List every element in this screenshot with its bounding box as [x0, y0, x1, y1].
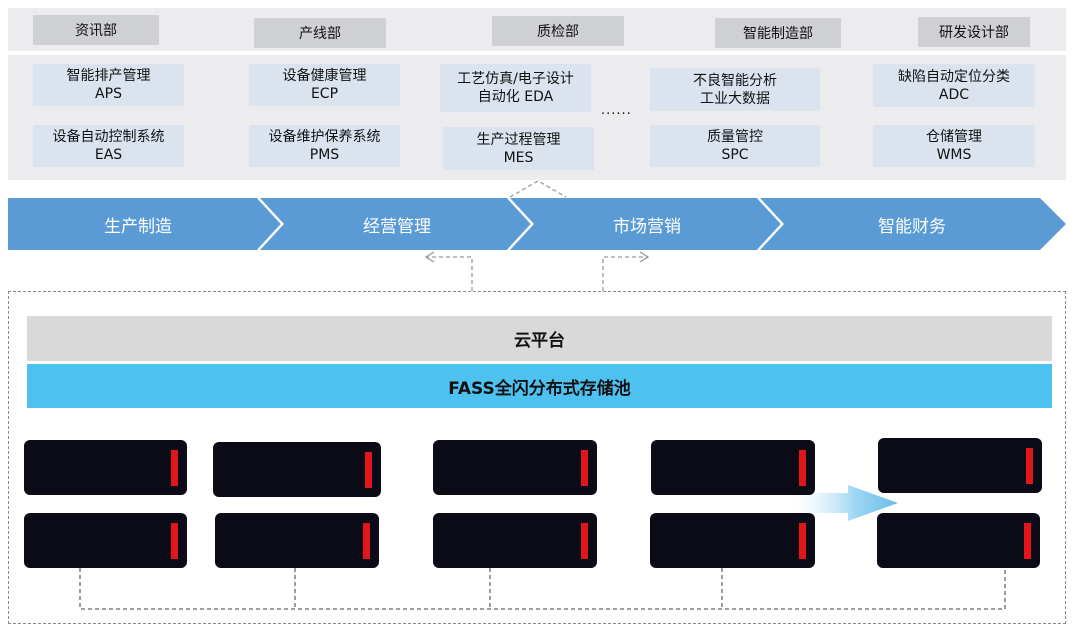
system-bigdata-name: 不良智能分析	[693, 72, 777, 89]
system-wms: 仓储管理 WMS	[873, 125, 1035, 167]
chevron-separator-2	[507, 197, 534, 251]
system-wms-code: WMS	[936, 147, 972, 163]
storage-server	[877, 513, 1040, 568]
connector-left-arrowhead	[424, 251, 435, 263]
system-eas-code: EAS	[94, 147, 123, 163]
storage-pool-bar: FASS全闪分布式存储池	[27, 364, 1052, 408]
flow-stage-finance: 智能财务	[878, 216, 946, 237]
system-spc-code: SPC	[721, 147, 749, 163]
system-mes-name: 生产过程管理	[476, 131, 561, 148]
flow-stage-marketing: 市场营销	[613, 216, 681, 237]
system-adc-name: 缺陷自动定位分类	[898, 68, 1010, 85]
system-ecp: 设备健康管理 ECP	[249, 64, 400, 106]
cloud-platform-bar: 云平台	[27, 316, 1052, 361]
platform-boundary	[8, 291, 1066, 624]
system-pms-name: 设备维护保养系统	[268, 129, 381, 145]
dept-info: 资讯部	[33, 15, 159, 45]
connector-up-dashed	[509, 180, 567, 198]
status-led-icon	[363, 523, 370, 559]
system-bigdata: 不良智能分析 工业大数据	[650, 68, 820, 111]
more-systems-ellipsis: ......	[601, 103, 632, 118]
status-led-icon	[365, 452, 372, 488]
dept-quality-inspection: 质检部	[492, 16, 624, 46]
storage-server	[651, 440, 815, 495]
storage-server	[215, 513, 379, 568]
system-eas: 设备自动控制系统 EAS	[33, 125, 184, 167]
system-pms: 设备维护保养系统 PMS	[249, 125, 400, 167]
chevron-separator-3	[757, 197, 784, 251]
status-led-icon	[799, 450, 806, 486]
status-led-icon	[1026, 448, 1033, 484]
system-spc: 质量管控 SPC	[650, 125, 820, 167]
system-eas-name: 设备自动控制系统	[52, 129, 165, 145]
dept-production-line: 产线部	[254, 18, 386, 48]
system-spc-name: 质量管控	[707, 129, 763, 145]
system-bigdata-code: 工业大数据	[700, 90, 770, 107]
system-adc: 缺陷自动定位分类 ADC	[873, 64, 1035, 107]
connector-right-arrowhead	[639, 251, 650, 263]
system-aps-name: 智能排产管理	[66, 68, 151, 84]
storage-server	[650, 513, 815, 568]
dept-rnd-design: 研发设计部	[918, 17, 1030, 47]
flow-stage-manufacturing: 生产制造	[104, 216, 172, 237]
system-mes: 生产过程管理 MES	[443, 127, 594, 170]
system-pms-code: PMS	[309, 147, 340, 163]
system-eda-name: 工艺仿真/电子设计	[457, 71, 574, 87]
connector-right-dashed	[602, 256, 648, 291]
connector-left-dashed	[426, 256, 473, 291]
storage-server	[433, 513, 597, 568]
status-led-icon	[799, 523, 806, 559]
status-led-icon	[581, 450, 588, 486]
panel-divider	[8, 51, 1066, 55]
system-eda-code: 自动化 EDA	[477, 89, 554, 105]
system-mes-code: MES	[503, 149, 534, 166]
system-ecp-name: 设备健康管理	[282, 68, 367, 84]
storage-server	[433, 440, 597, 495]
flow-stage-operations: 经营管理	[363, 216, 431, 237]
system-adc-code: ADC	[938, 86, 970, 103]
storage-server	[213, 442, 381, 497]
status-led-icon	[1024, 523, 1031, 559]
system-ecp-code: ECP	[310, 86, 339, 102]
system-aps: 智能排产管理 APS	[33, 64, 184, 106]
status-led-icon	[171, 523, 178, 559]
system-eda: 工艺仿真/电子设计 自动化 EDA	[440, 64, 591, 112]
storage-server	[24, 440, 187, 495]
system-wms-name: 仓储管理	[926, 129, 982, 145]
dept-smart-manufacturing: 智能制造部	[715, 18, 841, 48]
storage-server	[24, 513, 187, 568]
status-led-icon	[581, 523, 588, 559]
system-aps-code: APS	[95, 86, 122, 102]
storage-server	[878, 438, 1042, 493]
status-led-icon	[171, 450, 178, 486]
